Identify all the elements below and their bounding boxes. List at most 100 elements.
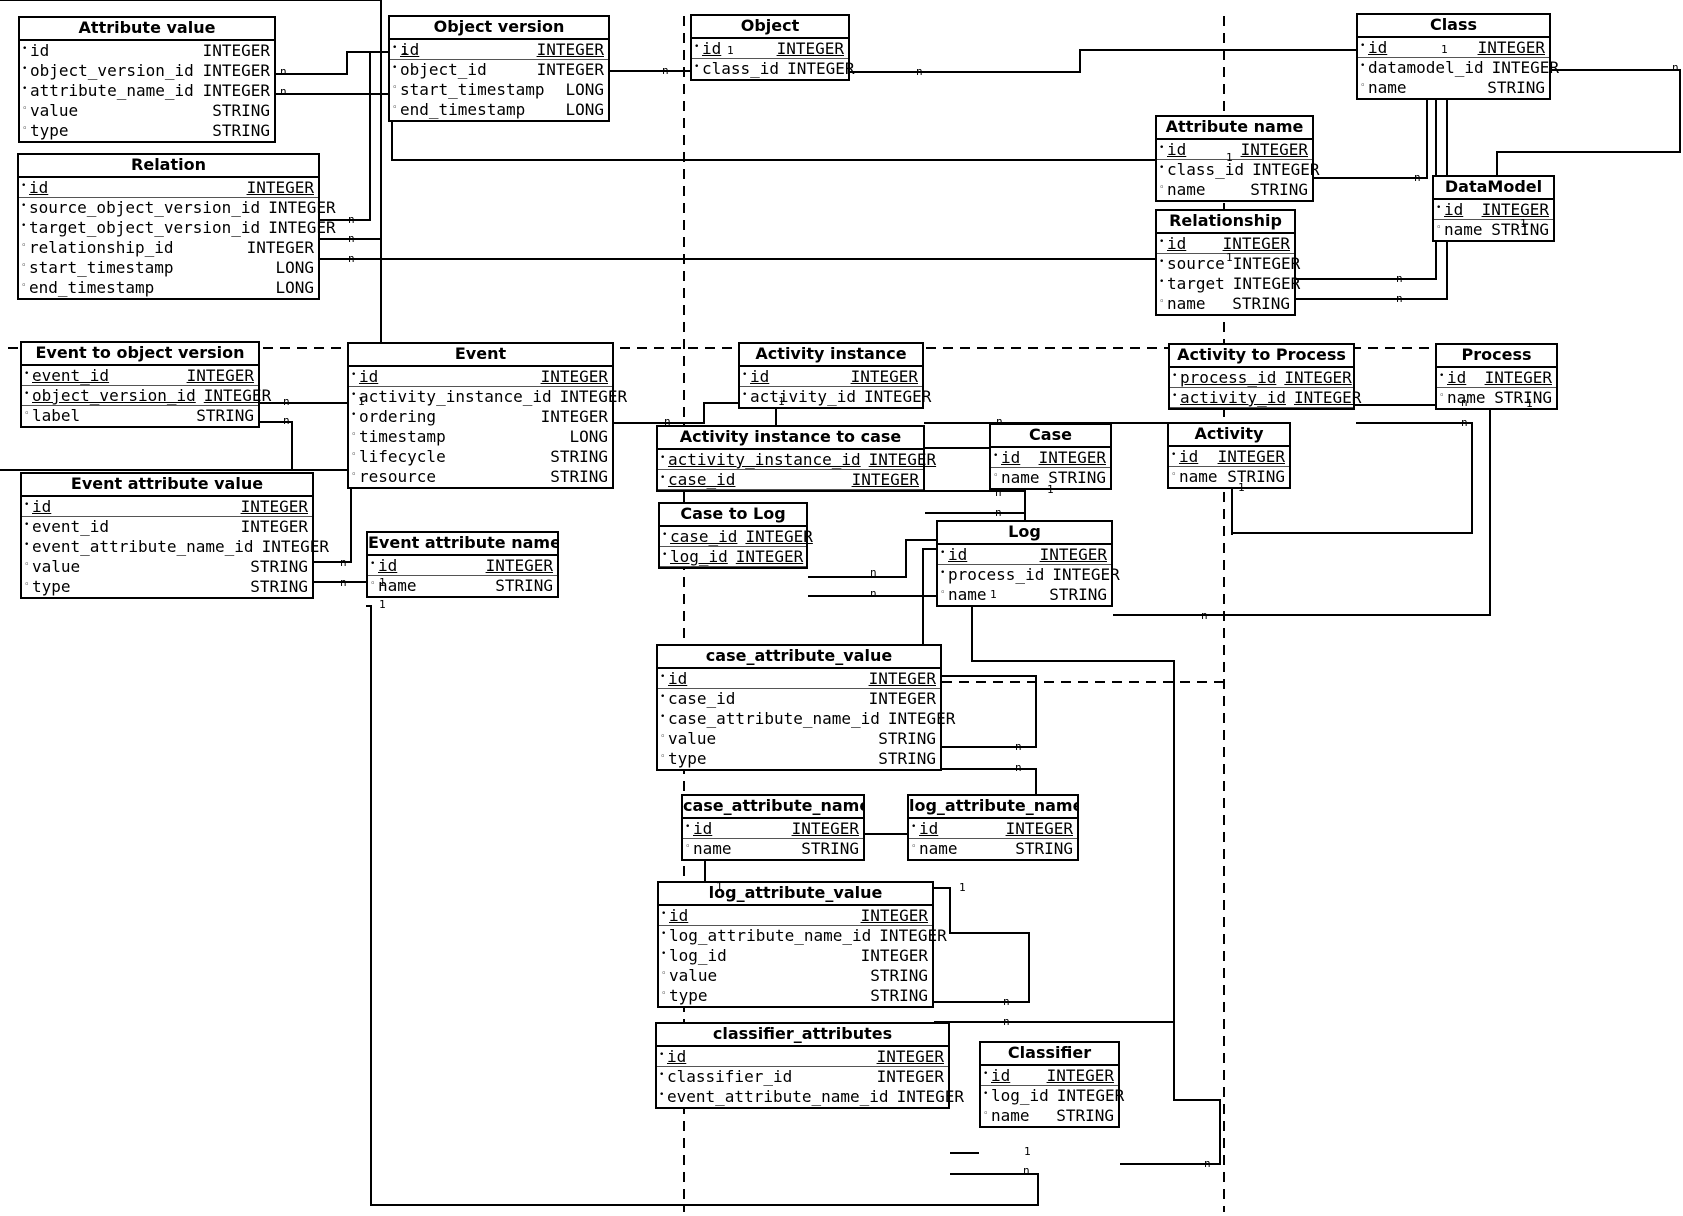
attribute-name: label	[32, 406, 81, 425]
cardinality-label: 1	[990, 588, 997, 601]
required-dot-icon: •	[22, 64, 28, 74]
attribute-type: LONG	[565, 80, 604, 99]
required-dot-icon: •	[694, 42, 700, 52]
cardinality-label: n	[662, 64, 669, 77]
attribute-name: log_attribute_name_id	[669, 926, 872, 945]
attribute-name: object_id	[400, 60, 487, 79]
attribute-name: id	[1001, 448, 1021, 467]
attribute-name: name	[693, 839, 732, 858]
cardinality-label: 1	[379, 598, 386, 611]
entity-title: log_attribute_value	[659, 883, 932, 906]
attribute-type: STRING	[212, 101, 270, 120]
required-dot-icon: •	[659, 1070, 665, 1080]
attribute-name: event_id	[32, 517, 110, 536]
cardinality-label: 1	[401, 44, 408, 57]
optional-dot-icon: ◦	[24, 409, 30, 419]
required-dot-icon: •	[661, 949, 667, 959]
entity-title: Activity instance to case	[658, 427, 923, 450]
attribute-name: type	[30, 121, 69, 140]
required-dot-icon: •	[660, 692, 666, 702]
attribute-row: •id INTEGER	[692, 39, 848, 59]
attribute-name: name	[378, 576, 417, 595]
cardinality-label: 1	[1526, 397, 1533, 410]
cardinality-label: n	[1204, 1157, 1211, 1170]
entity-title: Event attribute value	[22, 474, 312, 497]
entity-title: Object version	[390, 17, 608, 40]
attribute-name: id	[702, 39, 722, 58]
attribute-name: case_id	[670, 527, 738, 546]
attribute-type: INTEGER	[863, 387, 932, 406]
optional-dot-icon: ◦	[351, 450, 357, 460]
attribute-type: INTEGER	[860, 906, 928, 925]
required-dot-icon: •	[940, 548, 946, 558]
cardinality-label: n	[995, 486, 1002, 499]
required-dot-icon: •	[742, 390, 748, 400]
attribute-name: timestamp	[359, 427, 446, 446]
attribute-type: STRING	[1015, 839, 1073, 858]
optional-dot-icon: ◦	[1171, 470, 1177, 480]
attribute-name: name	[1444, 220, 1483, 239]
relationship-line	[260, 421, 293, 471]
attribute-type: INTEGER	[202, 61, 270, 80]
cardinality-label: 1	[1047, 483, 1054, 496]
attribute-type: STRING	[196, 406, 254, 425]
attribute-type: INTEGER	[850, 367, 918, 386]
attribute-name: id	[991, 1066, 1011, 1085]
attribute-type: INTEGER	[1052, 565, 1120, 584]
optional-dot-icon: ◦	[21, 241, 27, 251]
optional-dot-icon: ◦	[940, 588, 946, 598]
required-dot-icon: •	[660, 453, 666, 463]
required-dot-icon: •	[370, 559, 376, 569]
attribute-name: activity_id	[750, 387, 856, 406]
attribute-type: INTEGER	[268, 218, 336, 237]
entity-title: Object	[692, 16, 848, 39]
relationship-line	[925, 490, 1026, 514]
attribute-name: id	[1444, 200, 1464, 219]
entity-title: Process	[1437, 345, 1556, 368]
attribute-type: INTEGER	[240, 517, 308, 536]
attribute-type: INTEGER	[202, 81, 270, 100]
attribute-type: LONG	[275, 258, 314, 277]
attribute-type: INTEGER	[896, 1087, 964, 1106]
entity-title: Attribute name	[1157, 117, 1312, 140]
attribute-name: event_attribute_name_id	[667, 1087, 889, 1106]
attribute-type: INTEGER	[1038, 448, 1106, 467]
attribute-type: INTEGER	[776, 39, 844, 58]
attribute-name: classifier_id	[667, 1067, 793, 1086]
attribute-type: INTEGER	[1056, 1086, 1125, 1105]
attribute-name: id	[1368, 38, 1388, 57]
required-dot-icon: •	[983, 1069, 989, 1079]
attribute-name: id	[669, 906, 689, 925]
required-dot-icon: •	[24, 369, 30, 379]
required-dot-icon: •	[21, 181, 27, 191]
attribute-type: INTEGER	[879, 926, 947, 945]
required-dot-icon: •	[659, 1090, 665, 1100]
attribute-type: INTEGER	[1484, 368, 1552, 387]
required-dot-icon: •	[351, 390, 357, 400]
